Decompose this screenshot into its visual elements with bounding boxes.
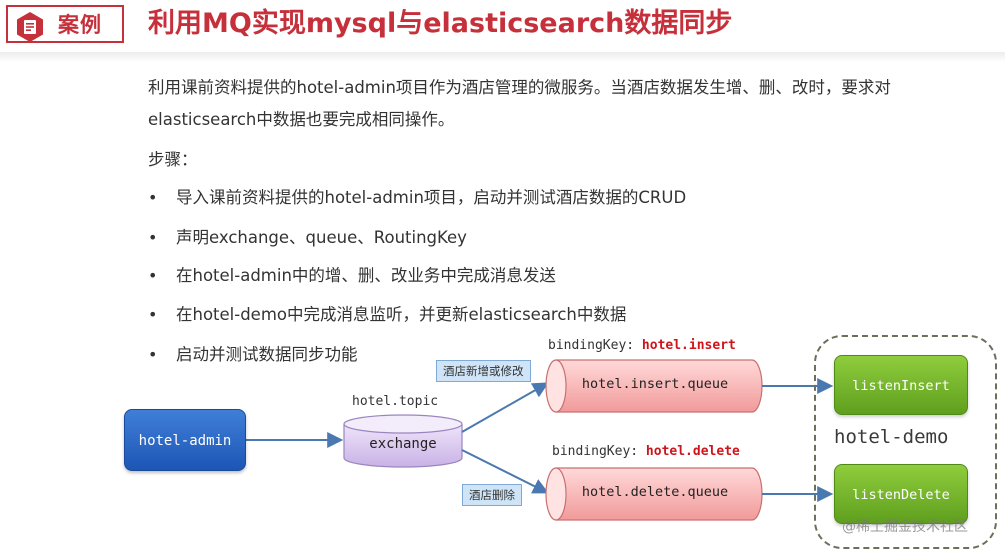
step-text: 导入课前资料提供的hotel-admin项目，启动并测试酒店数据的CRUD	[176, 188, 687, 207]
case-badge: 案例	[6, 5, 124, 43]
step-text: 声明exchange、queue、RoutingKey	[176, 228, 467, 247]
step-text: 在hotel-admin中的增、删、改业务中完成消息发送	[176, 266, 556, 285]
step-item: • 在hotel-demo中完成消息监听，并更新elasticsearch中数据	[148, 299, 626, 331]
insert-binding-key-value: hotel.insert	[641, 338, 736, 353]
step-item: • 在hotel-admin中的增、删、改业务中完成消息发送	[148, 260, 556, 292]
binding-key-prefix: bindingKey:	[552, 444, 646, 459]
insert-queue-label: hotel.insert.queue	[581, 376, 729, 392]
hotel-demo-label: hotel-demo	[834, 426, 949, 448]
intro-line-1: 利用课前资料提供的hotel-admin项目作为酒店管理的微服务。当酒店数据发生…	[148, 78, 891, 97]
delete-binding-key-value: hotel.delete	[645, 444, 740, 459]
intro-line-2: elasticsearch中数据也要完成相同操作。	[148, 110, 455, 129]
hotel-admin-box: hotel-admin	[124, 409, 246, 471]
step-item: • 启动并测试数据同步功能	[148, 339, 358, 371]
header-divider	[0, 52, 1005, 62]
watermark: @稀土掘金技术社区	[842, 519, 968, 535]
insert-update-tag: 酒店新增或修改	[436, 360, 531, 382]
step-text: 在hotel-demo中完成消息监听，并更新elasticsearch中数据	[176, 305, 627, 324]
topic-label: hotel.topic	[352, 394, 439, 409]
page-title: 利用MQ实现mysql与elasticsearch数据同步	[148, 8, 733, 39]
case-badge-label: 案例	[58, 13, 102, 37]
slide-header: 案例 利用MQ实现mysql与elasticsearch数据同步	[0, 0, 1005, 62]
delete-queue-label: hotel.delete.queue	[581, 484, 729, 500]
insert-binding-key: bindingKey: hotel.insert	[548, 338, 736, 353]
exchange-label: exchange	[369, 436, 437, 452]
step-item: • 声明exchange、queue、RoutingKey	[148, 222, 467, 254]
steps-title: 步骤：	[148, 150, 198, 169]
bullet-icon: •	[148, 345, 158, 364]
step-item: • 导入课前资料提供的hotel-admin项目，启动并测试酒店数据的CRUD	[148, 182, 686, 214]
bullet-icon: •	[148, 305, 158, 324]
document-hexagon-icon	[17, 12, 43, 42]
bullet-icon: •	[148, 266, 158, 285]
intro-paragraph: 利用课前资料提供的hotel-admin项目作为酒店管理的微服务。当酒店数据发生…	[148, 72, 998, 136]
listen-insert-box: listenInsert	[834, 355, 968, 415]
binding-key-prefix: bindingKey:	[548, 338, 642, 353]
delete-binding-key: bindingKey: hotel.delete	[552, 444, 740, 459]
step-text: 启动并测试数据同步功能	[176, 345, 358, 364]
arrow-exchange-to-insert-queue	[461, 382, 549, 433]
delete-tag: 酒店删除	[462, 484, 522, 506]
bullet-icon: •	[148, 228, 158, 247]
listen-delete-box: listenDelete	[834, 464, 968, 524]
bullet-icon: •	[148, 188, 158, 207]
